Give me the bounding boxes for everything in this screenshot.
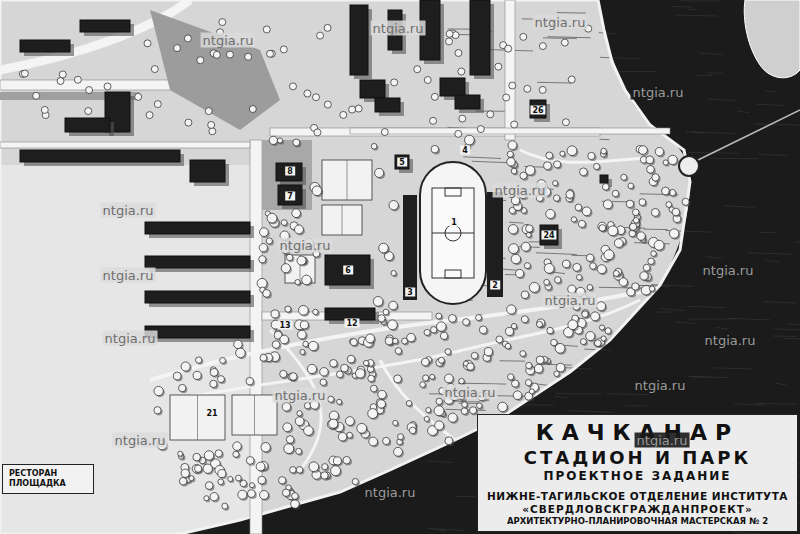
watermark: ntgia.ru — [201, 33, 256, 48]
watermark: ntgia.ru — [633, 378, 688, 393]
watermark: ntgia.ru — [543, 293, 598, 308]
title-subtext: АРХИТЕКТУРНО-ПЛАНИРОВОЧНАЯ МАСТЕРСКАЯ № … — [486, 516, 789, 527]
watermark: ntgia.ru — [371, 21, 426, 36]
callout-number: 21 — [204, 409, 219, 418]
callout-number: 7 — [285, 192, 295, 201]
watermark: ntgia.ru — [101, 268, 156, 283]
watermark: ntgia.ru — [493, 183, 548, 198]
callout-number: 6 — [343, 266, 353, 275]
legend-box: РЕСТОРАНПЛОЩАДКА — [2, 464, 94, 494]
callout-number: 8 — [285, 167, 295, 176]
callout-number: 1 — [449, 218, 459, 227]
watermark: ntgia.ru — [443, 385, 498, 400]
title-subtext: «СВЕРДЛОВСКГРАЖДАНПРОЕКТ» — [486, 503, 789, 516]
watermark: ntgia.ru — [273, 388, 328, 403]
watermark: ntgia.ru — [635, 433, 690, 448]
callout-number: 4 — [460, 146, 470, 155]
watermark: ntgia.ru — [113, 433, 168, 448]
buildings — [20, 0, 612, 342]
watermark: ntgia.ru — [278, 238, 333, 253]
land-light — [0, 165, 262, 534]
legend-text: РЕСТОРАН — [9, 469, 87, 479]
water-texture — [420, 1, 800, 534]
watermark: ntgia.ru — [631, 85, 686, 100]
watermark: ntgia.ru — [701, 263, 756, 278]
title-text: СТАДИОН И ПАРК — [486, 447, 789, 470]
title-subtext: ПРОЕКТНОЕ ЗАДАНИЕ — [486, 469, 789, 484]
callout-number: 5 — [397, 158, 407, 167]
pavilion — [679, 156, 699, 176]
watermark: ntgia.ru — [103, 331, 158, 346]
title-subtext: НИЖНЕ-ТАГИЛЬСКОЕ ОТДЕЛЕНИЕ ИНСТИТУТА — [486, 490, 789, 503]
callout-number: 26 — [530, 106, 545, 115]
watermark: ntgia.ru — [533, 15, 588, 30]
stadium — [403, 162, 503, 304]
callout-number: 13 — [277, 321, 292, 330]
sport-courts — [170, 160, 372, 440]
callout-number: 2 — [490, 281, 500, 290]
water — [180, 0, 800, 534]
legend-text: ПЛОЩАДКА — [9, 479, 87, 489]
callout-number: 24 — [541, 231, 556, 240]
watermark: ntgia.ru — [363, 485, 418, 500]
plaza — [0, 10, 312, 210]
watermark: ntgia.ru — [101, 203, 156, 218]
callout-number: 12 — [344, 319, 359, 328]
watermark: ntgia.ru — [703, 333, 758, 348]
callout-number: 3 — [405, 288, 415, 297]
pier — [698, 110, 800, 160]
island — [744, 0, 800, 78]
